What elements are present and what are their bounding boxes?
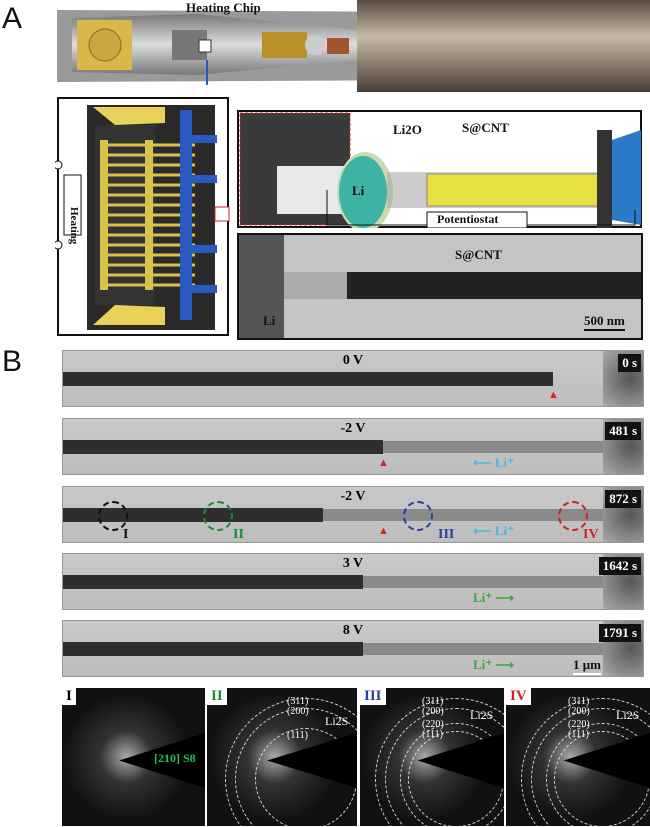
scale-bar-500nm: 500 nm <box>584 313 625 331</box>
time-label: 872 s <box>605 490 641 508</box>
heating-chip-diagram <box>55 97 230 336</box>
holder-illustration <box>57 0 650 92</box>
diffraction-pattern-iv: IV (311) (200) (220) (111) Li2S <box>506 688 650 826</box>
diffraction-pattern-i: I [210] S8 <box>62 688 205 826</box>
region-circle-iii <box>403 501 433 531</box>
tem-frame-1: 0 V 0 s ▲ <box>62 350 644 407</box>
plane-label: (311) <box>287 696 309 707</box>
diffraction-label-ii: II <box>207 688 227 705</box>
tem-li-label: Li <box>263 313 276 328</box>
plane-label: (200) <box>422 706 444 717</box>
li2o-label: Li2O <box>393 122 422 137</box>
time-label: 1791 s <box>598 624 641 642</box>
tem-frame-2: -2 V 481 s ▲ ⟵ Li⁺ <box>62 418 644 475</box>
tem-frame-3: -2 V 872 s ▲ I II III IV ⟵ Li⁺ <box>62 486 644 543</box>
time-label: 0 s <box>618 354 641 372</box>
plane-label: (220) <box>422 719 444 730</box>
panel-a-label: A <box>2 2 23 35</box>
diffraction-label-iii: III <box>360 688 386 705</box>
scale-bar-1um: 1 μm <box>573 657 601 675</box>
red-arrowhead-icon: ▲ <box>378 457 389 469</box>
li-anode-label: Li <box>352 183 365 198</box>
voltage-label: -2 V <box>340 489 366 504</box>
plane-label: (311) <box>422 696 444 707</box>
heating-label: Heating <box>68 207 80 245</box>
region-circle-i <box>98 501 128 531</box>
plane-label: (111) <box>568 729 589 740</box>
li-ion-arrow-left: ⟵ Li⁺ <box>473 455 515 470</box>
li-ion-arrow-right: Li⁺ ⟶ <box>473 590 515 605</box>
nanobattery-schematic <box>237 110 642 228</box>
plane-label: (220) <box>568 719 590 730</box>
diffraction-label-i: I <box>62 688 76 705</box>
li-ion-arrow-left: ⟵ Li⁺ <box>473 523 515 538</box>
voltage-label: 8 V <box>342 623 364 638</box>
diffraction-pattern-ii: II (311) (200) (111) Li2S <box>207 688 357 826</box>
diffraction-pattern-iii: III (311) (200) (220) (111) Li2S <box>360 688 504 826</box>
plane-label: (111) <box>287 730 308 741</box>
li-ion-arrow-right: Li⁺ ⟶ <box>473 657 515 672</box>
region-label-ii: II <box>233 527 244 542</box>
red-arrowhead-icon: ▲ <box>378 525 389 537</box>
phase-label: Li2S <box>470 708 494 722</box>
plane-label: (200) <box>287 706 309 717</box>
voltage-label: 3 V <box>342 556 364 571</box>
phase-label: Li2S <box>325 714 349 728</box>
region-circle-iv <box>558 501 588 531</box>
time-label: 1642 s <box>598 557 641 575</box>
scnt-label: S@CNT <box>462 120 509 135</box>
region-label-iii: III <box>438 527 455 542</box>
diffraction-label-iv: IV <box>506 688 531 705</box>
zone-axis-label: [210] S8 <box>154 751 196 765</box>
region-label-iv: IV <box>583 527 599 542</box>
time-label: 481 s <box>605 422 641 440</box>
tem-frame-4: 3 V 1642 s Li⁺ ⟶ <box>62 553 644 610</box>
tem-image-a: S@CNT Li 500 nm <box>237 233 643 340</box>
region-circle-ii <box>203 501 233 531</box>
plane-label: (200) <box>568 706 590 717</box>
tem-frame-5: 8 V 1791 s Li⁺ ⟶ 1 μm <box>62 620 644 677</box>
plane-label: (311) <box>568 696 590 707</box>
phase-label: Li2S <box>616 708 640 722</box>
tem-scnt-label: S@CNT <box>455 247 502 262</box>
voltage-label: 0 V <box>342 353 364 368</box>
potentiostat-label: Potentiostat <box>437 212 499 226</box>
red-arrowhead-icon: ▲ <box>548 389 559 401</box>
plane-label: (111) <box>422 729 443 740</box>
region-label-i: I <box>123 527 129 542</box>
voltage-label: -2 V <box>340 421 366 436</box>
panel-b-label: B <box>2 345 23 378</box>
heating-chip-label: Heating Chip <box>186 0 261 15</box>
